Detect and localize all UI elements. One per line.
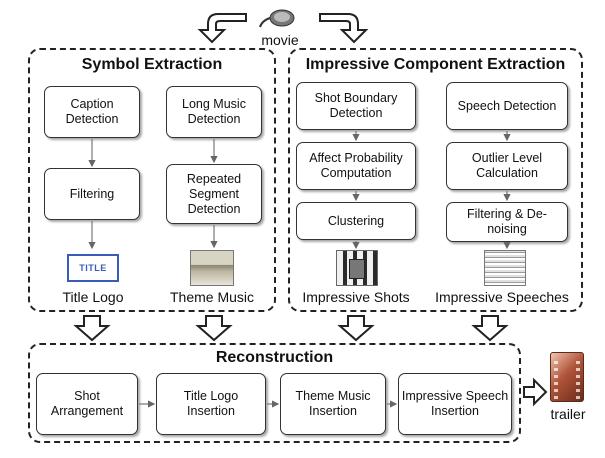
- symbol-extraction-title: Symbol Extraction: [81, 56, 223, 73]
- impressive-shots-thumbnail: [336, 250, 378, 286]
- shot-boundary-detection-box: Shot Boundary Detection: [296, 82, 416, 130]
- impressive-speeches-label: Impressive Speeches: [435, 289, 569, 305]
- trailer-film-icon: [550, 352, 584, 402]
- repeated-segment-detection-box: Repeated Segment Detection: [166, 164, 262, 224]
- title-logo-insertion-box: Title Logo Insertion: [156, 373, 266, 435]
- trailer-label: trailer: [550, 406, 586, 422]
- long-music-detection-box: Long Music Detection: [166, 86, 262, 138]
- right-arrow-to-trailer: [523, 377, 548, 407]
- affect-probability-computation-box: Affect Probability Computation: [296, 142, 416, 190]
- shot-arrangement-box: Shot Arrangement: [36, 373, 138, 435]
- theme-music-insertion-box: Theme Music Insertion: [280, 373, 386, 435]
- title-logo-label: Title Logo: [62, 289, 124, 305]
- theme-music-label: Theme Music: [169, 289, 255, 305]
- theme-music-thumbnail: [190, 250, 234, 286]
- filtering-box: Filtering: [44, 168, 140, 220]
- clustering-box: Clustering: [296, 202, 416, 240]
- impressive-speeches-thumbnail: [484, 250, 526, 286]
- outlier-level-calculation-box: Outlier Level Calculation: [446, 142, 568, 190]
- curved-arrow-right-icon: [318, 8, 370, 44]
- speech-detection-box: Speech Detection: [446, 82, 568, 130]
- impressive-component-extraction-title: Impressive Component Extraction: [305, 56, 566, 73]
- caption-detection-box: Caption Detection: [44, 86, 140, 138]
- impressive-shots-label: Impressive Shots: [302, 289, 410, 305]
- impressive-speech-insertion-box: Impressive Speech Insertion: [398, 373, 512, 435]
- movie-label: movie: [261, 32, 299, 48]
- filtering-denoising-box: Filtering & De-noising: [446, 202, 568, 242]
- reconstruction-group: [28, 343, 521, 443]
- impressive-component-extraction-group: [288, 48, 583, 312]
- symbol-extraction-group: [28, 48, 276, 312]
- curved-arrow-left-icon: [196, 8, 248, 44]
- reconstruction-title: Reconstruction: [215, 349, 334, 366]
- movie-film-icon: [258, 6, 298, 30]
- title-logo-thumbnail: TITLE: [67, 254, 119, 282]
- title-logo-thumbnail-text: TITLE: [79, 263, 107, 273]
- down-arrow-title-logo: [73, 315, 111, 342]
- down-arrow-impressive-speeches: [471, 315, 509, 342]
- down-arrow-impressive-shots: [337, 315, 375, 342]
- down-arrow-theme-music: [195, 315, 233, 342]
